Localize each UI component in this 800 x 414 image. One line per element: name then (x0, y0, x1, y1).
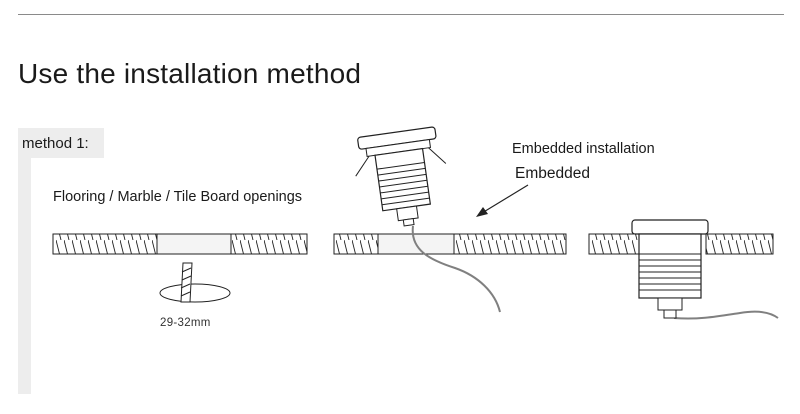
floor-board-embedded (333, 233, 567, 255)
opening-label: Flooring / Marble / Tile Board openings (53, 189, 303, 205)
method-label: method 1: (22, 135, 89, 152)
section-side-bar (18, 128, 31, 394)
drill-bit-icon (159, 262, 231, 303)
top-divider (18, 14, 784, 15)
floor-board-installed (588, 233, 774, 255)
light-fixture-icon (355, 126, 447, 227)
installed-fixture-icon (631, 219, 709, 319)
embedded-label: Embedded (515, 165, 590, 182)
method-tab (18, 128, 104, 158)
arrow-icon (476, 184, 529, 217)
hole-diameter-label: 29-32mm (160, 317, 211, 329)
floor-board-opening (52, 233, 308, 255)
embedded-installation-label: Embedded installation (512, 141, 655, 157)
page-title: Use the installation method (18, 58, 362, 89)
